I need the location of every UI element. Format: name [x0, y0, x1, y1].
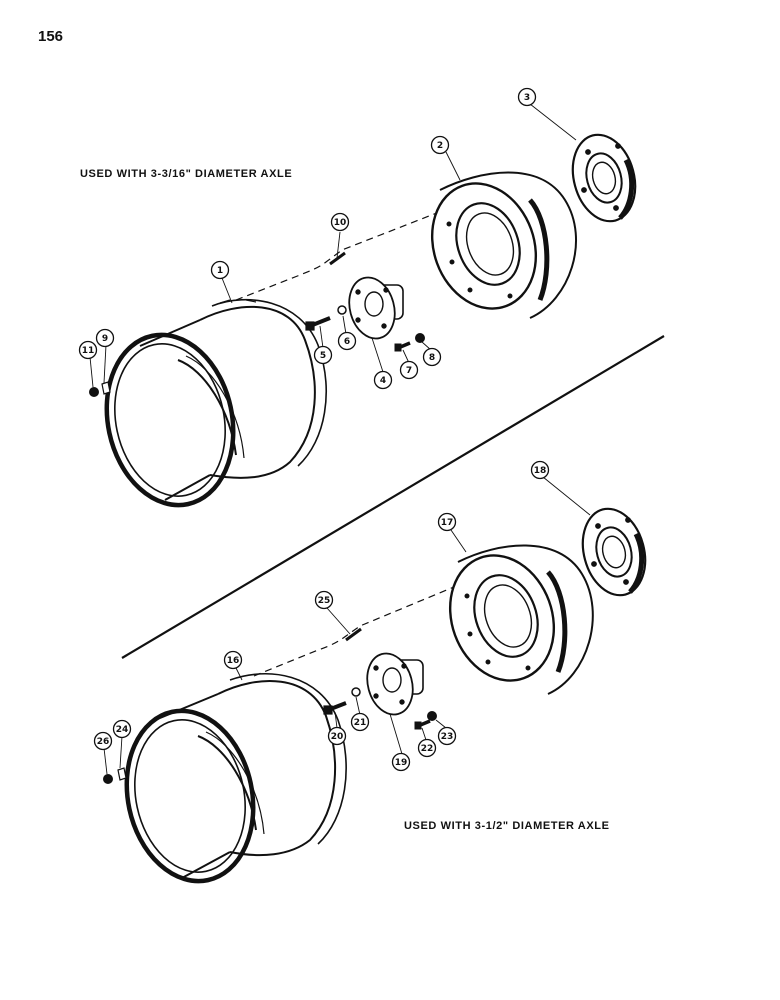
- leader-lines-lower: [103, 476, 591, 775]
- callout-circle: [417, 738, 437, 758]
- callout-number: 11: [82, 346, 95, 356]
- callout-number: 3: [524, 93, 530, 103]
- callout-number: 22: [421, 744, 434, 754]
- callout-24: 24: [112, 719, 132, 739]
- callout-25: 25: [314, 590, 334, 610]
- callout-number: 16: [227, 656, 240, 666]
- callout-circle: [78, 340, 98, 360]
- callout-1: 1: [210, 260, 230, 280]
- callout-circle: [437, 726, 457, 746]
- callout-26: 26: [93, 731, 113, 751]
- caption-lower-axle: USED WITH 3-1/2" DIAMETER AXLE: [404, 820, 610, 832]
- callout-number: 18: [534, 466, 547, 476]
- callout-circle: [210, 260, 230, 280]
- callout-number: 9: [102, 334, 108, 344]
- callout-circle: [330, 212, 350, 232]
- callout-7: 7: [399, 360, 419, 380]
- divider-line: [121, 335, 665, 659]
- callout-9: 9: [95, 328, 115, 348]
- callout-number: 26: [97, 737, 110, 747]
- callout-number: 24: [116, 725, 129, 735]
- hardware-upper: [89, 305, 425, 397]
- callout-22: 22: [417, 738, 437, 758]
- callout-number: 1: [217, 266, 223, 276]
- callout-circle: [517, 87, 537, 107]
- lower-assembly: [103, 476, 647, 884]
- assembly-line: [235, 199, 471, 301]
- callout-circle: [430, 135, 450, 155]
- callout-6: 6: [337, 331, 357, 351]
- retainer-plate-lower: [581, 507, 647, 597]
- callout-circle: [95, 328, 115, 348]
- upper-assembly: [89, 103, 637, 508]
- callout-20: 20: [327, 726, 347, 746]
- callout-number: 7: [406, 366, 412, 376]
- callout-number: 19: [395, 758, 408, 768]
- stud-icon-lower: [345, 627, 362, 642]
- callout-circle: [112, 719, 132, 739]
- callout-number: 10: [334, 218, 347, 228]
- callout-number: 23: [441, 732, 454, 742]
- assembly-line-lower: [253, 571, 491, 677]
- callout-number: 5: [320, 351, 326, 361]
- caption-upper-axle: USED WITH 3-3/16" DIAMETER AXLE: [80, 168, 293, 180]
- wheel-weight-lower: [448, 544, 594, 695]
- callout-circle: [391, 752, 411, 772]
- callout-circle: [223, 650, 243, 670]
- callout-number: 17: [441, 518, 454, 528]
- callout-11: 11: [78, 340, 98, 360]
- callout-number: 6: [344, 337, 350, 347]
- callout-circle: [337, 331, 357, 351]
- hub-flange-lower: [366, 652, 424, 716]
- callout-10: 10: [330, 212, 350, 232]
- hub-flange: [348, 276, 404, 340]
- callout-circle: [530, 460, 550, 480]
- callout-19: 19: [391, 752, 411, 772]
- leader-lines-upper: [89, 103, 577, 388]
- wheel-rim: [104, 299, 327, 508]
- callout-21: 21: [350, 712, 370, 732]
- retainer-plate: [571, 133, 637, 223]
- wheel-weight: [430, 171, 578, 319]
- callout-16: 16: [223, 650, 243, 670]
- callout-23: 23: [437, 726, 457, 746]
- wheel-rim-lower: [124, 673, 347, 884]
- page-number: 156: [38, 28, 64, 45]
- callout-8: 8: [422, 347, 442, 367]
- callout-circle: [313, 345, 333, 365]
- callout-17: 17: [437, 512, 457, 532]
- callout-circle: [327, 726, 347, 746]
- callout-4: 4: [373, 370, 393, 390]
- callout-number: 4: [380, 376, 386, 386]
- callout-circle: [350, 712, 370, 732]
- callout-circle: [422, 347, 442, 367]
- callout-number: 21: [354, 718, 367, 728]
- stud-icon: [329, 251, 346, 266]
- callout-3: 3: [517, 87, 537, 107]
- callout-circle: [399, 360, 419, 380]
- callout-number: 8: [429, 353, 435, 363]
- hardware-lower: [103, 687, 437, 784]
- callout-circle: [93, 731, 113, 751]
- callout-circle: [373, 370, 393, 390]
- callout-18: 18: [530, 460, 550, 480]
- callout-circle: [437, 512, 457, 532]
- callout-number: 2: [437, 141, 443, 151]
- callout-5: 5: [313, 345, 333, 365]
- callout-number: 25: [318, 596, 331, 606]
- callout-circle: [314, 590, 334, 610]
- callout-number: 20: [331, 732, 344, 742]
- callout-2: 2: [430, 135, 450, 155]
